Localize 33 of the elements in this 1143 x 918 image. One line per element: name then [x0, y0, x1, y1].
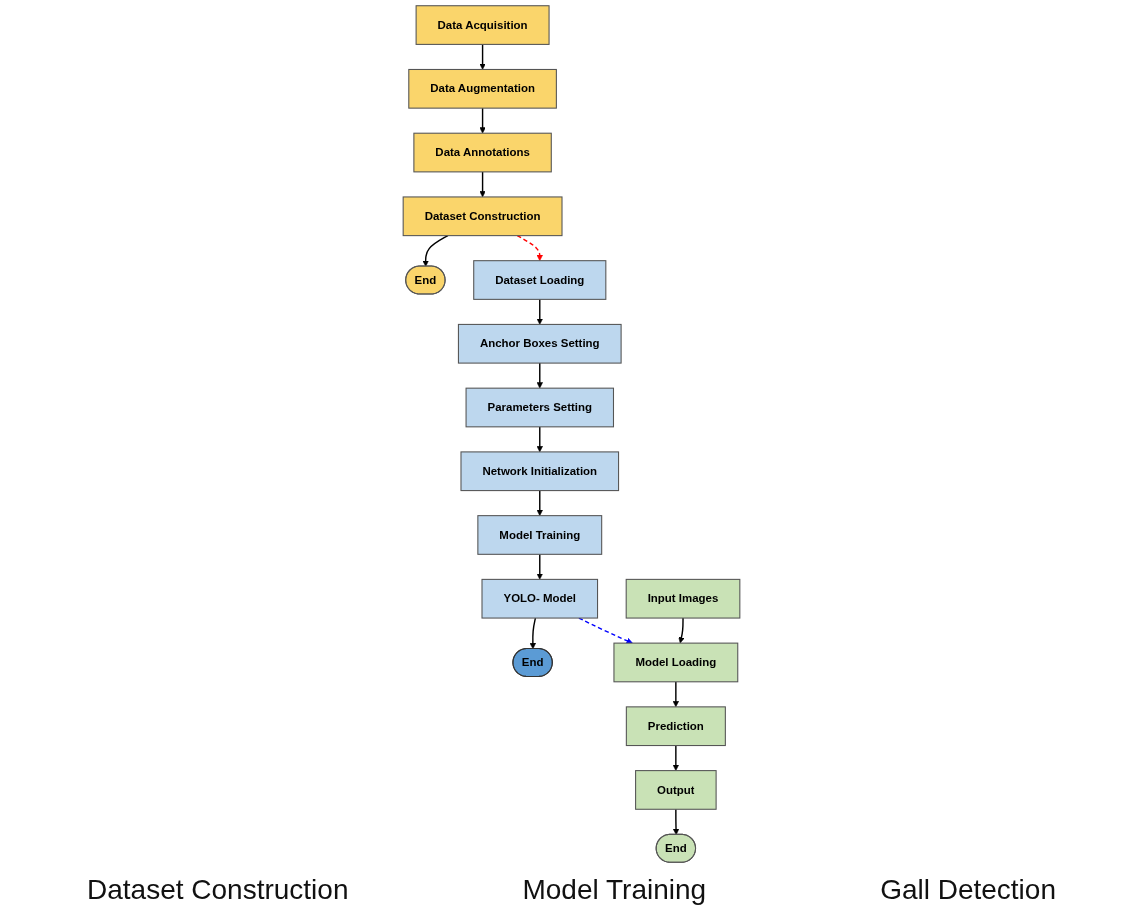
node-box: Data Augmentation [408, 68, 557, 109]
arrow [536, 553, 543, 580]
node-box: Data Annotations [413, 132, 552, 173]
arrow [672, 681, 679, 708]
arrow [479, 43, 486, 70]
node-box: Output [635, 770, 717, 810]
column-heading: Model Training [522, 874, 707, 906]
arrow [529, 617, 537, 650]
node-box: Dataset Loading [473, 260, 607, 300]
arrow [479, 171, 486, 198]
arrow [672, 808, 680, 835]
node-box: Model Loading [613, 642, 739, 683]
node-box: Model Training [477, 515, 603, 555]
node-box: Parameters Setting [465, 387, 614, 428]
node-box: Input Images [625, 578, 741, 619]
column-heading: Dataset Construction [87, 874, 349, 906]
arrow [536, 362, 543, 389]
arrow [536, 298, 543, 325]
arrow [536, 489, 543, 516]
arrow [516, 234, 543, 261]
node-box: Network Initialization [460, 451, 620, 492]
node-box: Anchor Boxes Setting [457, 323, 622, 364]
arrow [678, 617, 685, 644]
arrow [479, 107, 486, 134]
node-box: Data Acquisition [415, 5, 550, 45]
arrow [536, 426, 543, 453]
arrow [578, 617, 633, 644]
arrow [422, 234, 449, 267]
node-box: Dataset Construction [402, 196, 563, 237]
node-box: Prediction [625, 706, 726, 747]
arrow [672, 744, 679, 771]
node-box: YOLO- Model [481, 578, 599, 619]
column-heading: Gall Detection [880, 874, 1056, 906]
